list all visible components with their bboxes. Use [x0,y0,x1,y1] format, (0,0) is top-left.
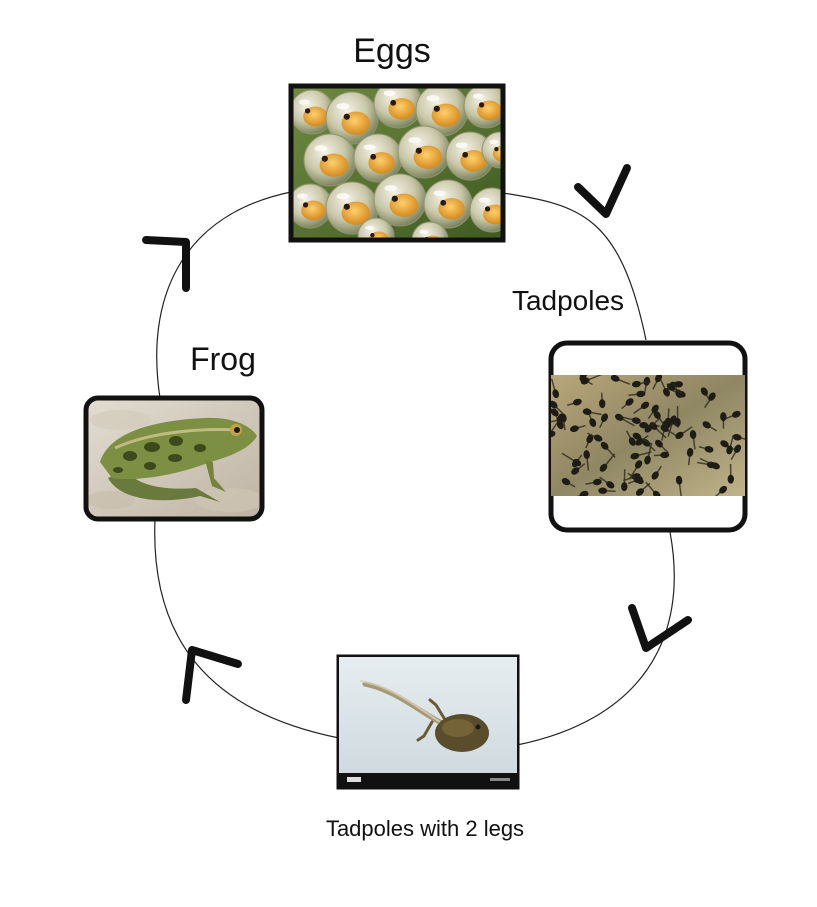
connector-legs-to-frog [154,518,340,739]
connector-tadpoles-to-legs [516,531,675,746]
photo-frame-frog [83,395,265,522]
stage-tadpoles: Tadpoles [512,285,748,533]
frog-eggs-photo [291,86,503,240]
stage-label-eggs: Eggs [353,32,431,70]
stage-label-frog: Frog [190,341,256,377]
tadpoles-swarm-photo [551,375,745,496]
stage-tadpoles-legs: Tadpoles with 2 legs [326,654,524,841]
connector-frog-to-eggs [156,191,292,399]
stage-label-tadpoles: Tadpoles [512,285,624,316]
stage-label-tadpoles-legs: Tadpoles with 2 legs [326,816,524,841]
connector-eggs-to-tadpoles [502,192,647,341]
arrow-icon-eggs-to-tadpoles [574,164,631,218]
photo-frame-eggs [288,83,506,243]
leopard-frog-photo [86,398,262,519]
stage-frog: Frog [83,341,265,522]
arrow-icon-tadpoles-to-legs [628,604,692,652]
stage-eggs: Eggs [288,32,506,243]
arrow-icon-frog-to-eggs [142,236,190,292]
arrow-icon-legs-to-frog [182,646,242,704]
tadpole-with-legs-photo [339,657,517,787]
